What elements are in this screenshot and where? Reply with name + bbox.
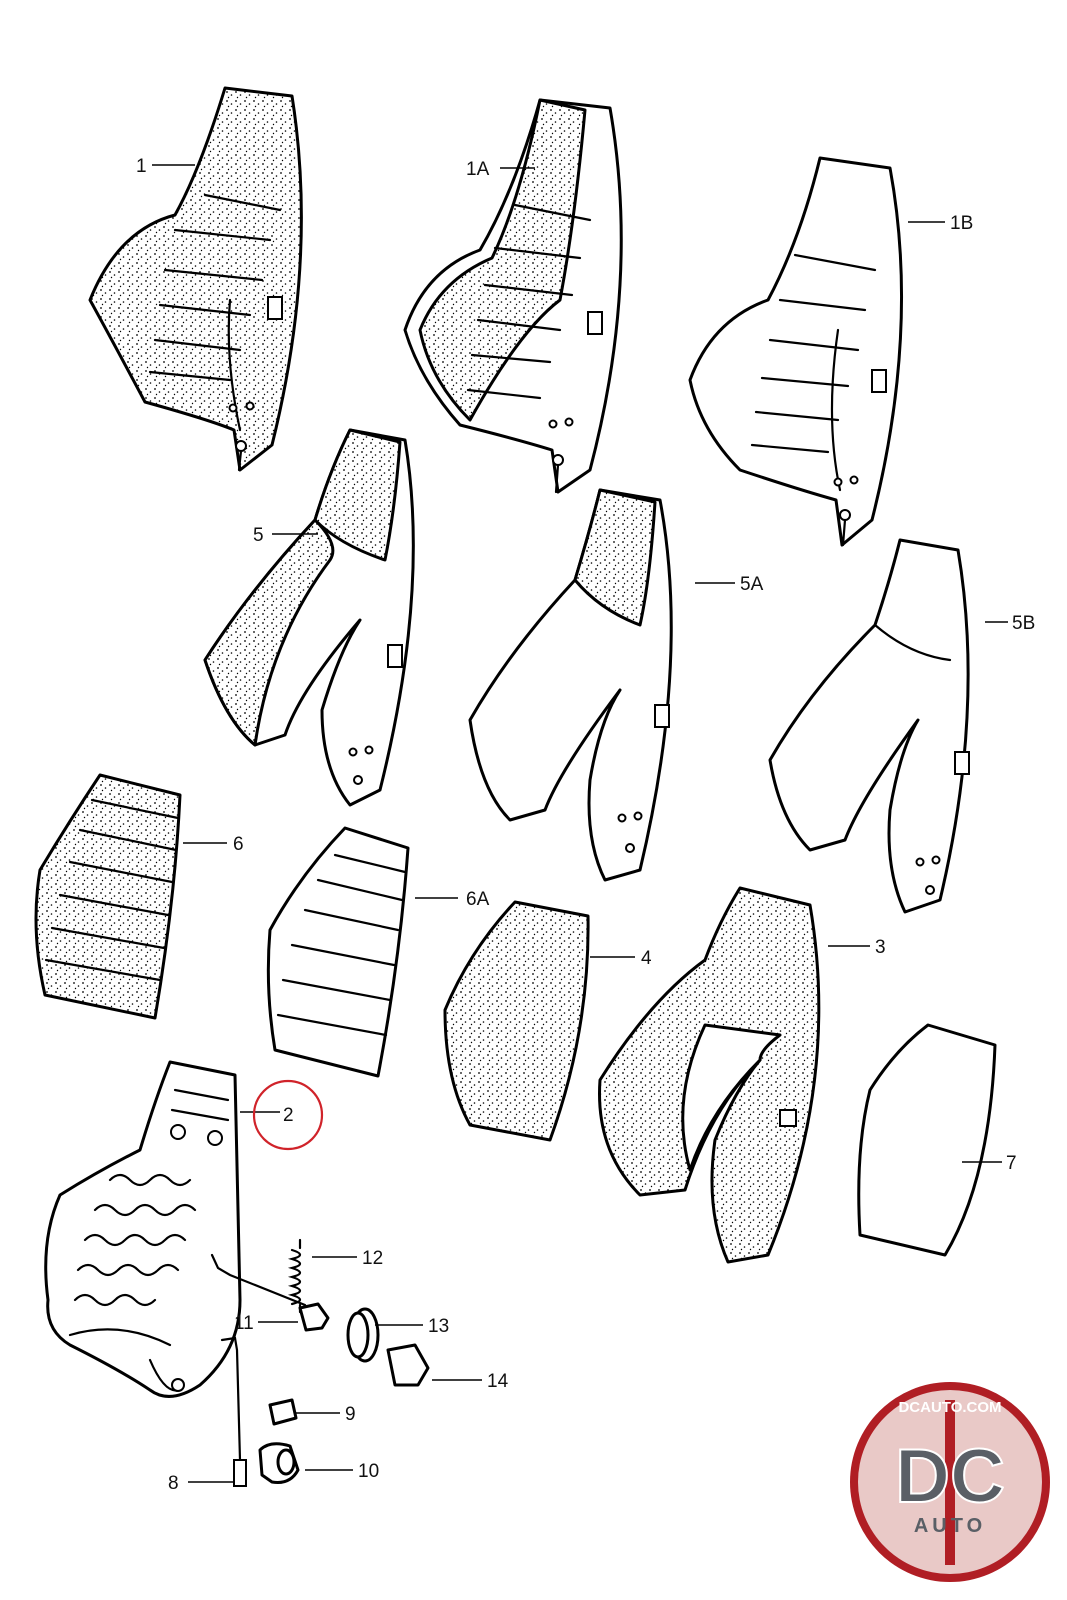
callout-12: 12 [362,1248,383,1269]
part-9-clip [268,1398,298,1426]
part-13-grommet [346,1307,380,1363]
callout-5: 5 [253,525,264,546]
part-11-clip [298,1302,330,1332]
logo-word: AUTO [914,1515,986,1537]
leader-lines [152,164,1008,1483]
callout-11: 11 [234,1313,254,1334]
callout-6: 6 [233,834,244,855]
highlight-circle [252,1079,324,1151]
callout-5a: 5A [740,574,764,595]
part-6a-center-insert [266,826,410,1078]
callout-8: 8 [168,1473,179,1494]
logo-monogram: DC [895,1434,1005,1519]
logo-site-text: DCAUTO.COM [898,1399,1001,1416]
callout-5b: 5B [1012,613,1035,634]
part-8-cable [220,1336,247,1487]
part-5a-side-cover [468,488,673,882]
part-7-rear-panel [857,1023,997,1257]
callout-14: 14 [487,1371,509,1392]
part-6-center-insert [34,773,182,1020]
callout-1b: 1B [950,213,973,234]
part-5-side-cover [203,428,415,807]
callout-9: 9 [345,1404,356,1425]
callout-13: 13 [428,1316,449,1337]
callout-labels: 1 1A 1B 5 5A 5B 6 6A 4 3 2 7 12 11 13 14… [136,156,1035,1494]
callout-4: 4 [641,948,652,969]
part-5b-side-cover [768,538,970,914]
dc-auto-logo: DCAUTO.COM DC AUTO [850,1382,1050,1582]
part-1b-seat-back-cover [688,156,904,547]
callout-1a: 1A [466,159,490,180]
callout-10: 10 [358,1461,379,1482]
part-2-seat-frame [44,1060,307,1398]
part-1a-seat-back-cover [403,98,623,494]
callout-2: 2 [283,1105,294,1126]
callout-6a: 6A [466,889,490,910]
part-10-bushing [258,1442,300,1484]
part-1-seat-back-cover [88,86,303,472]
part-14-retainer [386,1343,430,1387]
callout-7: 7 [1006,1153,1017,1174]
callout-1: 1 [136,156,147,177]
part-4-foam-pad [443,900,590,1142]
part-3-foam-body [598,886,821,1264]
callout-3: 3 [875,937,886,958]
